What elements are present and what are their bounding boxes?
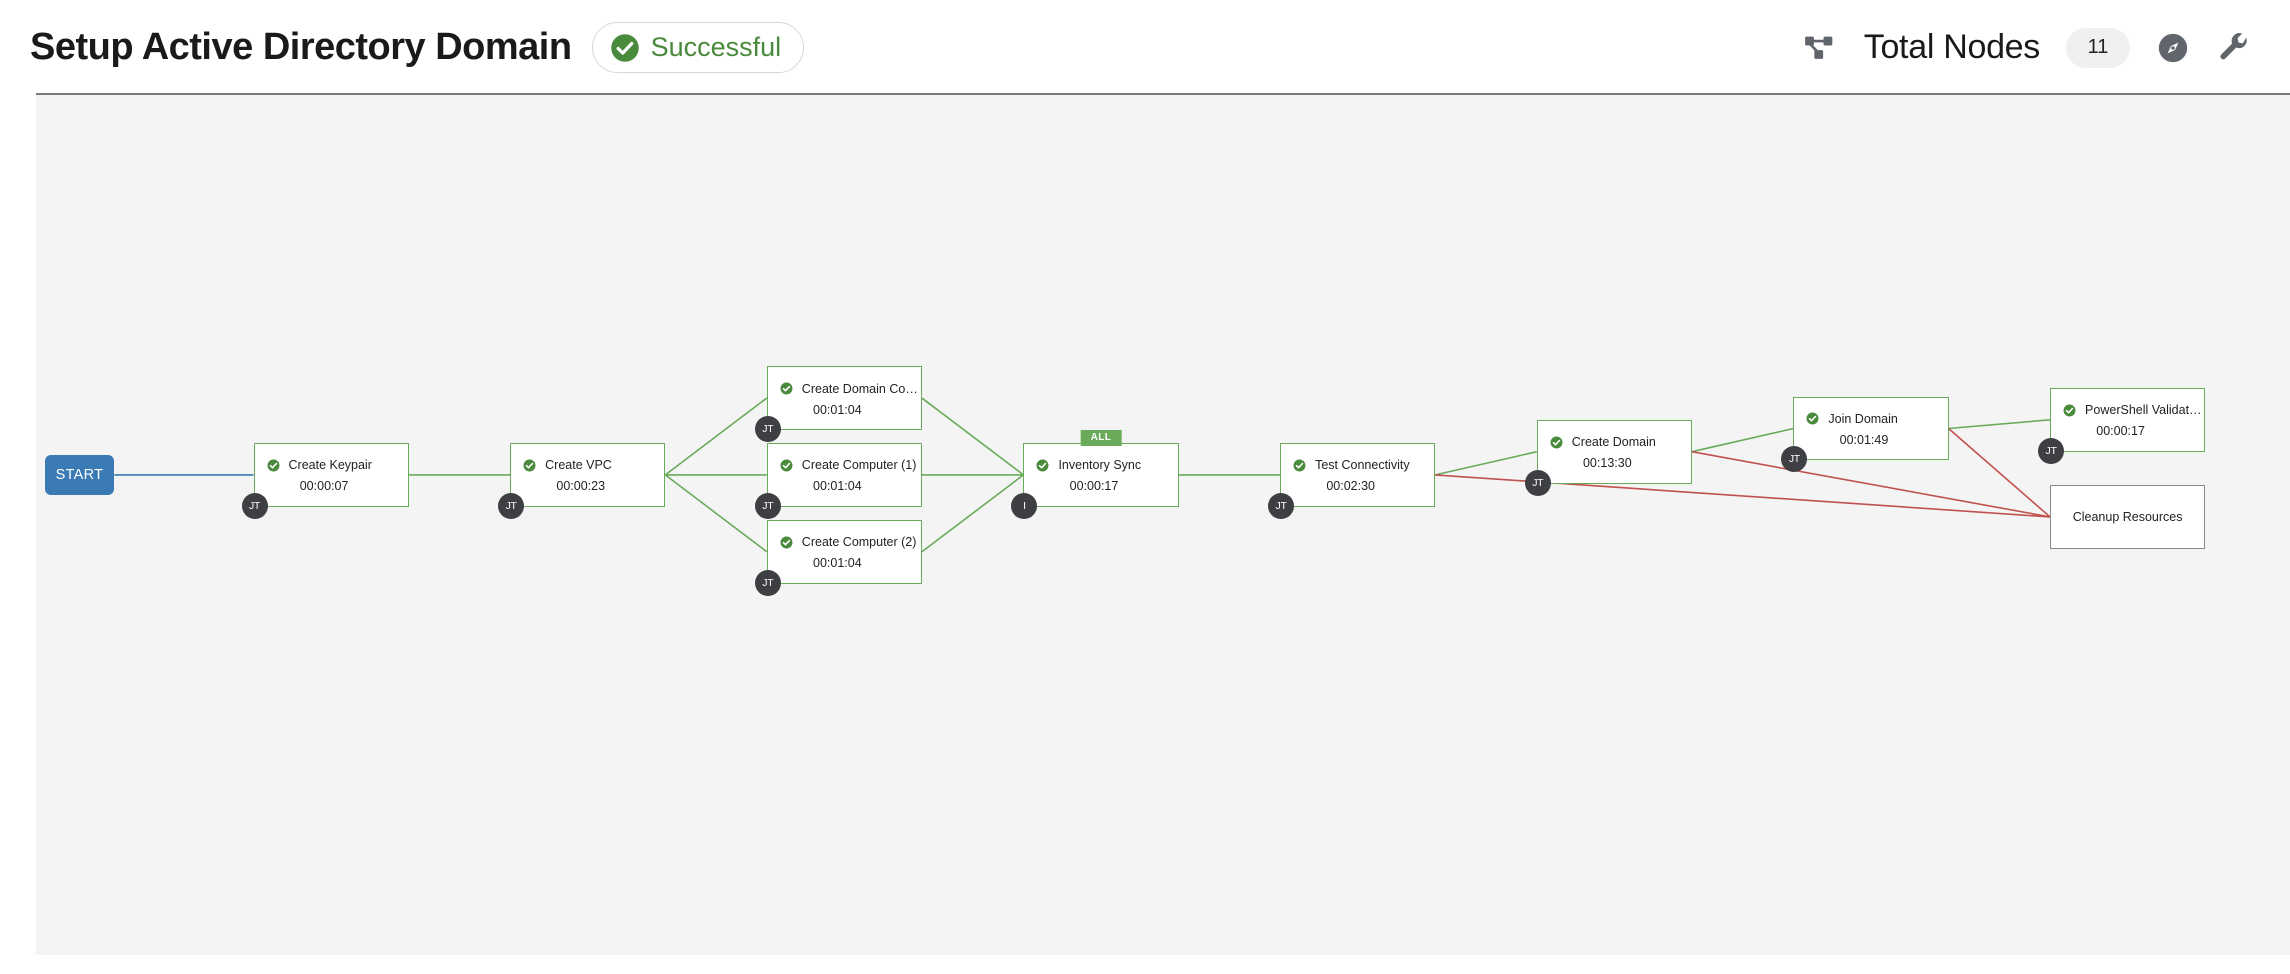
page-title: Setup Active Directory Domain — [30, 26, 572, 68]
sitemap-icon — [1802, 31, 1838, 65]
workflow-edge — [664, 474, 768, 553]
node-elapsed: 00:02:30 — [1326, 479, 1375, 494]
header-right-group: Total Nodes 11 — [1802, 0, 2252, 95]
node-credential-badge[interactable]: JT — [1524, 469, 1551, 496]
compass-icon[interactable] — [2156, 31, 2190, 65]
check-circle-icon — [267, 459, 280, 472]
node-title: Cleanup Resources — [2072, 509, 2183, 524]
node-credential-badge[interactable]: JT — [754, 415, 781, 442]
workflow-edge — [1435, 450, 1537, 476]
node-title: Create Keypair — [288, 458, 372, 473]
node-credential-badge[interactable]: JT — [2038, 437, 2065, 464]
check-circle-icon — [780, 382, 793, 395]
total-nodes-label: Total Nodes — [1863, 28, 2041, 66]
node-title-row: Create Computer (1) — [768, 458, 921, 472]
node-credential-badge[interactable]: JT — [1781, 446, 1808, 473]
check-circle-icon — [523, 459, 536, 472]
workflow-edge — [921, 397, 1024, 476]
node-title: Join Domain — [1828, 411, 1898, 426]
node-elapsed: 00:00:17 — [2096, 424, 2145, 439]
node-title-row: Create VPC — [511, 458, 664, 472]
status-label: Successful — [650, 32, 782, 62]
header-left-group: Setup Active Directory Domain Successful — [30, 0, 805, 95]
node-elapsed: 00:00:17 — [1069, 479, 1119, 494]
node-elapsed: 00:00:23 — [556, 479, 606, 494]
edge-layer — [114, 397, 2051, 553]
workflow-node-cleanup-resources[interactable]: Cleanup Resources — [2050, 485, 2206, 549]
start-label: START — [55, 466, 104, 483]
node-title: PowerShell Validation — [2085, 403, 2205, 418]
status-badge: Successful — [591, 22, 805, 73]
workflow-edge — [1948, 419, 2051, 430]
node-title-row: PowerShell Validation — [2051, 403, 2204, 417]
check-circle-icon — [1293, 459, 1306, 472]
check-circle-icon — [1550, 436, 1563, 449]
page-header: Setup Active Directory Domain Successful… — [0, 0, 2290, 95]
workflow-edge — [664, 397, 768, 476]
node-elapsed: 00:01:04 — [813, 402, 862, 417]
node-title-row: Join Domain — [1794, 412, 1947, 426]
node-title-row: Create Domain — [1538, 435, 1691, 449]
workflow-edge — [1948, 427, 2051, 518]
node-title: Create VPC — [545, 458, 612, 473]
node-title: Create Computer (1) — [801, 458, 917, 473]
check-circle-icon — [610, 33, 640, 63]
node-elapsed: 00:01:04 — [813, 479, 862, 494]
total-nodes-count: 11 — [2087, 36, 2109, 58]
check-circle-icon — [780, 536, 793, 549]
node-title-row: Create Domain Contr... — [768, 382, 921, 396]
node-elapsed: 00:13:30 — [1582, 456, 1632, 471]
check-circle-icon — [1806, 412, 1819, 425]
node-credential-badge[interactable]: JT — [754, 569, 781, 596]
node-elapsed: 00:01:04 — [813, 556, 862, 571]
node-title: Inventory Sync — [1058, 458, 1142, 473]
node-credential-badge[interactable]: I — [1011, 492, 1038, 519]
node-title: Create Domain Contr... — [801, 381, 921, 396]
check-circle-icon — [2063, 404, 2076, 417]
node-elapsed: 00:01:49 — [1839, 432, 1889, 447]
node-title: Create Domain — [1571, 435, 1656, 450]
header-divider — [36, 93, 2290, 95]
total-nodes-count-pill: 11 — [2066, 27, 2130, 68]
node-title: Create Computer (2) — [801, 535, 917, 550]
node-elapsed: 00:00:07 — [299, 479, 349, 494]
node-convergence-badge[interactable]: ALL — [1080, 430, 1122, 446]
start-node[interactable]: START — [44, 454, 115, 496]
check-circle-icon — [780, 459, 793, 472]
check-circle-icon — [1036, 459, 1049, 472]
workflow-edge — [1691, 427, 1794, 453]
node-title-row: Inventory Sync — [1024, 458, 1177, 472]
wrench-icon[interactable] — [2216, 30, 2252, 66]
workflow-edge — [1691, 450, 2051, 518]
node-title-row: Create Keypair — [255, 458, 408, 472]
node-credential-badge[interactable]: JT — [241, 492, 268, 519]
workflow-edge — [921, 474, 1024, 553]
node-credential-badge[interactable]: JT — [1268, 492, 1295, 519]
node-title-row: Test Connectivity — [1281, 458, 1434, 472]
node-credential-badge[interactable]: JT — [754, 492, 781, 519]
node-credential-badge[interactable]: JT — [498, 492, 525, 519]
node-title: Test Connectivity — [1315, 458, 1410, 473]
node-title-row: Create Computer (2) — [768, 535, 921, 549]
